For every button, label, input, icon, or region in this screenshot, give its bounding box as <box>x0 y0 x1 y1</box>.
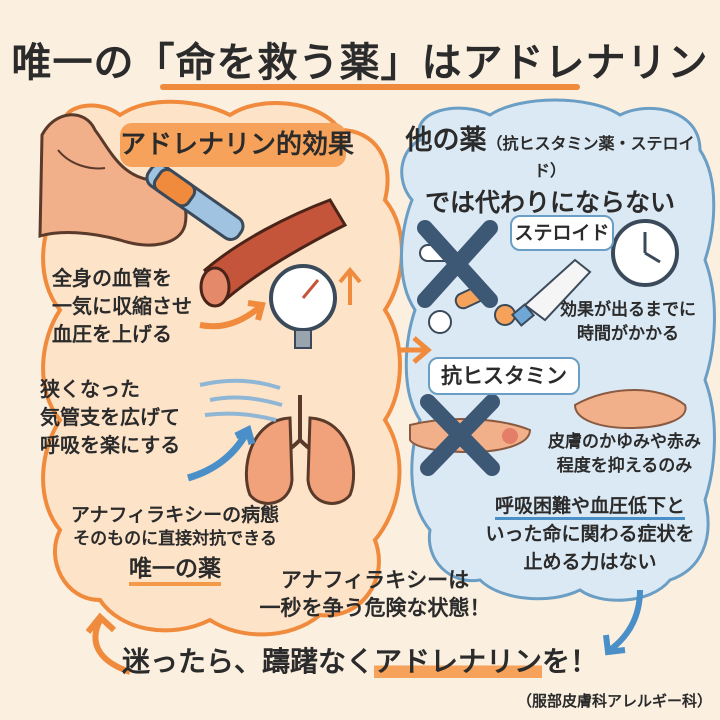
cross-icon <box>417 220 498 308</box>
orange-arrow-icon <box>199 300 266 330</box>
page-title: 唯一の「命を救う薬」はアドレナリン <box>11 40 709 86</box>
blue-arrow-icon <box>186 424 256 482</box>
right-heading-paren: （抗ヒスタミン薬・ステロイド） <box>486 134 695 180</box>
steroid-label: ステロイド <box>510 215 614 251</box>
effect-bronchi-text: 狭くなった 気管支を広げて 呼吸を楽にする <box>40 377 181 457</box>
call-to-action: 迷ったら、躊躇なくアドレナリンを！ <box>121 645 599 678</box>
air-flow-icon <box>199 378 283 422</box>
summary-text: アナフィラキシーの病態 そのものに直接対抗できる 唯一の薬 <box>40 503 310 586</box>
effect-vessels-text: 全身の血管を 一気に収縮させ 血圧を上げる <box>52 266 192 346</box>
clock-icon <box>611 219 679 287</box>
right-panel-heading: 他の薬（抗ヒスタミン薬・ステロイド） では代わりにならない <box>400 118 700 219</box>
cross-icon-2 <box>420 394 500 476</box>
ointment-tube-icon <box>510 258 592 327</box>
left-panel-heading: アドレナリン的効果 <box>120 123 354 167</box>
limitation-text: 呼吸困難や血圧低下と いった命に関わる症状を 止める力はない <box>485 495 695 573</box>
auto-injector-icon <box>145 163 245 241</box>
right-arrow-icon <box>398 336 432 364</box>
blood-vessel-icon <box>199 198 348 308</box>
center-warning: アナフィラキシーは 一秒を争う危険な状態！ <box>259 568 491 620</box>
title-underline <box>160 84 580 90</box>
blood-pressure-gauge-icon <box>269 264 362 349</box>
bottom-left-arrow-icon <box>85 612 132 675</box>
antihistamine-desc: 皮膚のかゆみや赤み 程度を抑えるのみ <box>548 432 701 476</box>
right-heading-line2: では代わりにならない <box>424 188 675 217</box>
bottom-right-arrow-icon <box>603 589 643 656</box>
source-credit: （服部皮膚科アレルギー科） <box>516 692 712 710</box>
lungs-icon <box>244 395 356 505</box>
antihistamine-label: 抗ヒスタミン <box>428 357 580 395</box>
skin-patch-icon <box>573 389 687 430</box>
steroid-desc: 効果が出るまでに 時間がかかる <box>560 300 696 344</box>
right-heading-main: 他の薬 <box>405 125 487 156</box>
